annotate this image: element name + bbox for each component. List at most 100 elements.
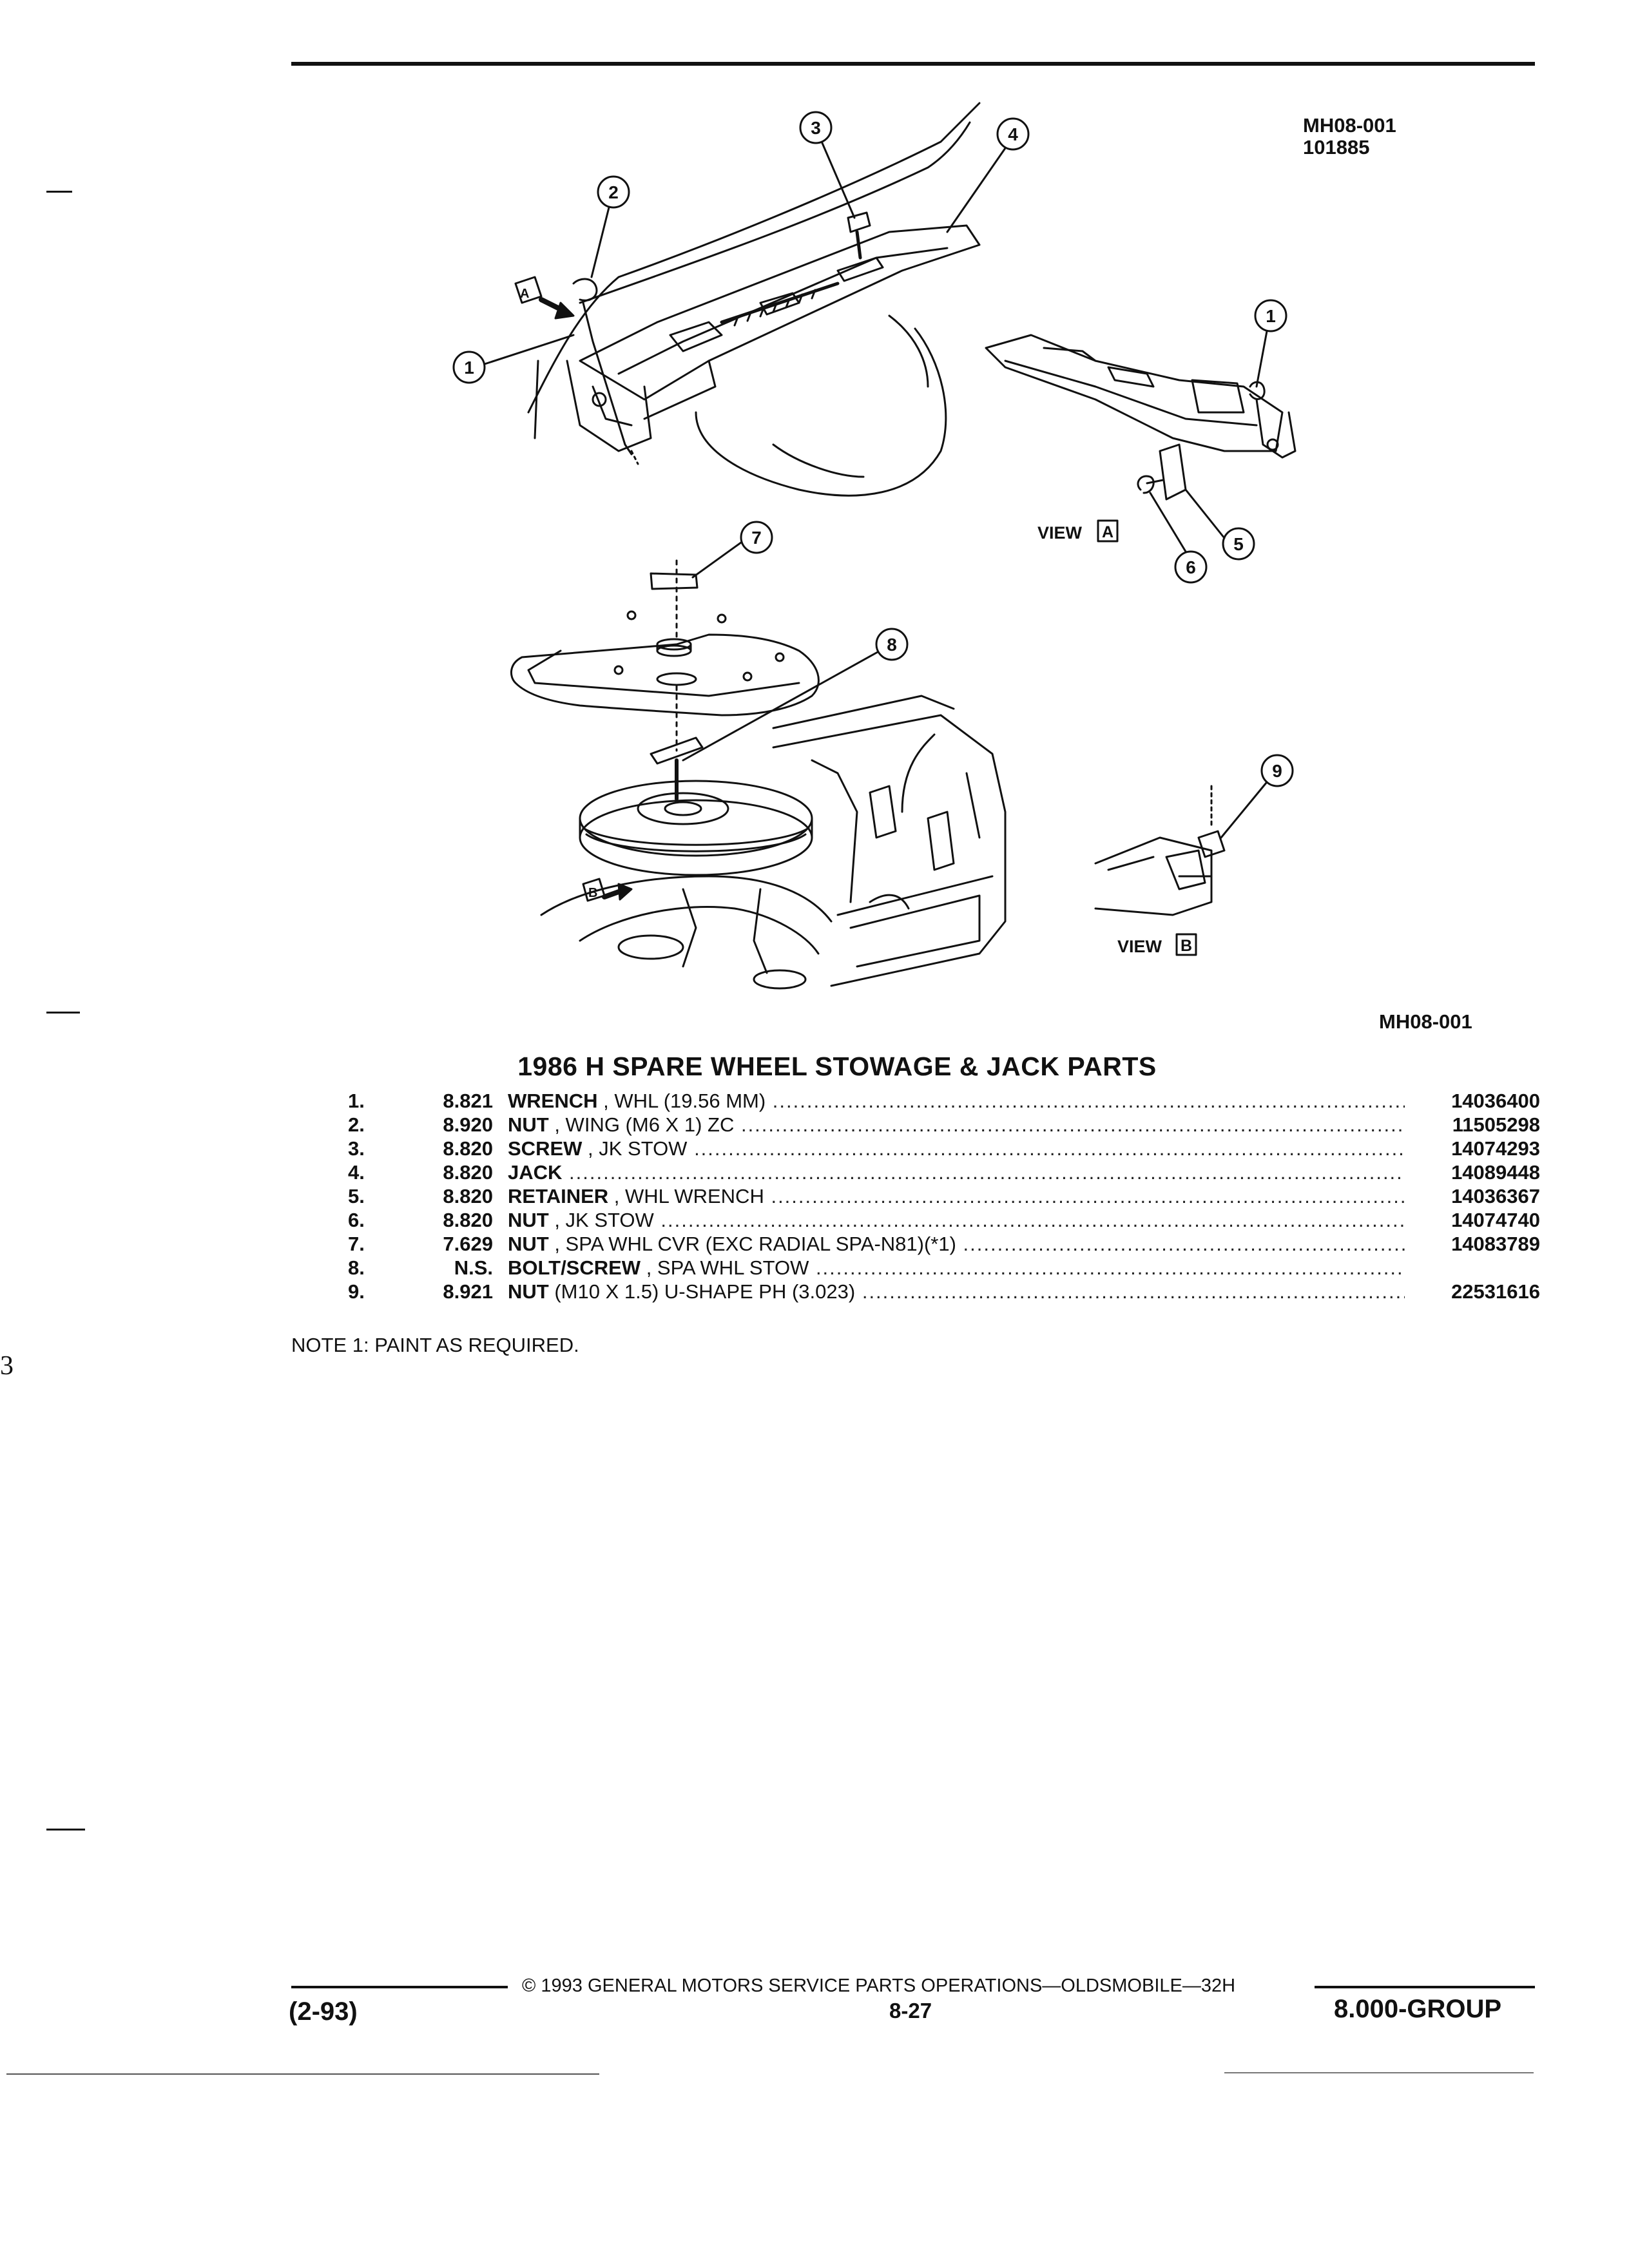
leader-dots: ........................................… [963,1233,1405,1255]
part-number: 1. [348,1090,365,1112]
figure-caption-id: MH08-001 [1379,1010,1472,1033]
part-number: 9. [348,1280,365,1303]
callout-label: 2 [608,182,619,202]
callout-label: 3 [811,118,821,138]
part-description: BOLT/SCREW , SPA WHL STOW ..............… [508,1256,1405,1280]
part-description: SCREW , JK STOW ........................… [508,1137,1405,1160]
part-description: RETAINER , WHL WRENCH ..................… [508,1184,1405,1208]
leader-dots: ........................................… [562,1161,1403,1184]
part-detail: , SPA WHL STOW [641,1256,809,1279]
part-catalog-number: 14074293 [1451,1137,1540,1160]
part-row: 5. 8.820 RETAINER , WHL WRENCH .........… [348,1184,1540,1208]
part-name: SCREW [508,1137,583,1160]
footer-rule-left [291,1986,508,1988]
part-number: 2. [348,1113,365,1136]
part-name: NUT [508,1280,549,1303]
leader-dots: ........................................… [771,1185,1405,1207]
part-row: 1. 8.821 WRENCH , WHL (19.56 MM) .......… [348,1089,1540,1113]
part-row: 2. 8.920 NUT , WING (M6 X 1) ZC ........… [348,1113,1540,1137]
leader-dots: ........................................… [694,1137,1405,1160]
margin-tick [46,1829,85,1831]
part-name: BOLT/SCREW [508,1256,641,1279]
part-number: 6. [348,1209,365,1231]
view-a-detail [985,334,1296,501]
part-code: 8.820 [443,1137,493,1160]
part-number: 4. [348,1161,365,1184]
view-a-word: VIEW [1037,523,1083,543]
leader-dots: ........................................… [815,1256,1405,1279]
margin-tick [46,191,72,193]
callout-label: 1 [464,358,474,378]
footer-group: 8.000-GROUP [1334,1995,1502,2023]
part-name: NUT [508,1233,549,1255]
callout-label: 9 [1272,761,1282,781]
part-number: 5. [348,1185,365,1207]
margin-tick [46,1012,80,1014]
arrow-a-letter: A [520,287,529,301]
part-detail: , WHL (19.56 MM) [597,1090,766,1112]
view-a-letter-box [1097,519,1119,543]
view-b-letter-box [1175,933,1197,956]
callout-leaders-bottom [650,521,909,762]
parts-list: 1. 8.821 WRENCH , WHL (19.56 MM) .......… [348,1089,1540,1303]
part-name: NUT [508,1113,549,1136]
part-catalog-number: 22531616 [1451,1280,1540,1303]
part-code: 8.921 [443,1280,493,1303]
spare-tire [579,780,813,876]
part-catalog-number: 14036367 [1451,1185,1540,1207]
view-b-letter: B [1181,937,1192,955]
view-b-arrow [582,878,633,902]
callout-leaders-view-b [1220,754,1294,839]
part-row: 4. 8.820 JACK ..........................… [348,1160,1540,1184]
part-catalog-number: 14074740 [1451,1209,1540,1231]
part-detail: (M10 X 1.5) U-SHAPE PH (3.023) [548,1280,856,1303]
leader-dots: ........................................… [660,1209,1405,1231]
callout-label: 4 [1008,124,1018,144]
part-description: NUT (M10 X 1.5) U-SHAPE PH (3.023) .....… [508,1280,1405,1303]
view-a-arrow [514,276,575,320]
footer-page-number: 8-27 [889,1999,932,2023]
part-catalog-number: 14036400 [1451,1090,1540,1112]
part-catalog-number: 14083789 [1451,1233,1540,1255]
callout-label: 8 [887,635,897,655]
part-detail: , SPA WHL CVR (EXC RADIAL SPA-N81)(*1) [548,1233,956,1255]
margin-mark: 3 [0,1351,14,1381]
part-number: 8. [348,1256,365,1279]
exploded-parts-diagram: 2 3 4 1 1 5 6 7 8 9 VIEW A VIEW B A B [452,102,1296,990]
part-code: 8.920 [443,1113,493,1136]
callout-leaders-top [452,111,1030,384]
part-description: JACK ...................................… [508,1160,1405,1184]
part-name: NUT [508,1209,549,1231]
part-detail: , JK STOW [582,1137,688,1160]
part-row: 7. 7.629 NUT , SPA WHL CVR (EXC RADIAL S… [348,1232,1540,1256]
part-description: NUT , JK STOW ..........................… [508,1208,1405,1232]
figure-id: MH08-001 [1303,114,1396,137]
parts-list-title: 1986 H SPARE WHEEL STOWAGE & JACK PARTS [517,1052,1157,1081]
callout-label: 7 [751,528,762,548]
part-detail: , WING (M6 X 1) ZC [548,1113,735,1136]
part-catalog-number: 11505298 [1452,1113,1540,1136]
part-number: 7. [348,1233,365,1255]
leader-dots: ........................................… [772,1090,1405,1112]
part-row: 3. 8.820 SCREW , JK STOW ...............… [348,1137,1540,1160]
bottom-scan-line [6,2073,599,2075]
callout-label: 6 [1186,557,1196,577]
arrow-b-letter: B [588,886,597,900]
stowage-bolt [650,736,704,801]
footer-copyright: © 1993 GENERAL MOTORS SERVICE PARTS OPER… [522,1975,1236,1996]
spare-wheel-cover [510,559,820,752]
footer-revision-date: (2-93) [289,1997,358,2026]
view-b-word: VIEW [1117,937,1162,956]
part-row: 6. 8.820 NUT , JK STOW .................… [348,1208,1540,1232]
part-row: 9. 8.921 NUT (M10 X 1.5) U-SHAPE PH (3.0… [348,1280,1540,1303]
view-a-letter: A [1102,523,1113,541]
bottom-scan-line [1224,2072,1534,2073]
part-code: 7.629 [443,1233,493,1255]
trunk-body-structure [540,695,1007,990]
part-name: JACK [508,1161,563,1184]
figure-date-code: 101885 [1303,136,1370,159]
part-code: 8.820 [443,1209,493,1231]
part-description: NUT , SPA WHL CVR (EXC RADIAL SPA-N81)(*… [508,1232,1405,1256]
part-name: RETAINER [508,1185,609,1207]
top-rule [291,62,1535,66]
